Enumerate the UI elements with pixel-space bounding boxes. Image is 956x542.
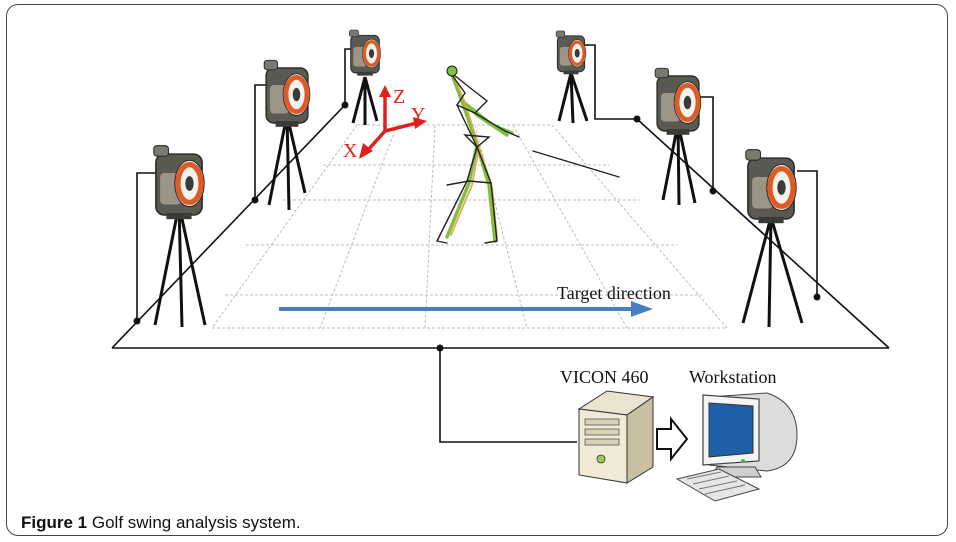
coordinate-axes (359, 85, 427, 159)
golfer-skeleton (436, 65, 620, 244)
axis-y-label: Y (411, 104, 425, 126)
target-direction-arrow (279, 301, 653, 317)
camera-icon (264, 60, 310, 127)
target-direction-label: Target direction (557, 283, 671, 303)
camera-icon (347, 28, 383, 78)
figure-number: Figure 1 (21, 513, 88, 532)
axis-x-label: X (343, 140, 358, 162)
figure-frame: Z Y X Target direction VI (6, 4, 948, 536)
camera-tripods (153, 72, 804, 328)
axis-z-label: Z (393, 86, 405, 108)
tower-computer-icon (577, 390, 655, 484)
capture-floor-grid (211, 124, 729, 329)
figure-caption: Figure 1 Golf swing analysis system. (21, 513, 301, 533)
golf-swing-system-diagram: Z Y X Target direction VI (111, 28, 890, 502)
camera-icon (746, 150, 796, 224)
monitor-icon (702, 392, 798, 478)
cable-junctions (133, 101, 821, 352)
workstation-label: Workstation (689, 367, 777, 387)
hollow-right-arrow-icon (656, 416, 689, 462)
caption-text: Golf swing analysis system. (91, 513, 301, 532)
camera-icon (655, 68, 701, 135)
camera-icon (154, 146, 204, 220)
keyboard-icon (675, 468, 761, 502)
vicon-label: VICON 460 (560, 367, 649, 387)
camera-icon (554, 29, 588, 76)
